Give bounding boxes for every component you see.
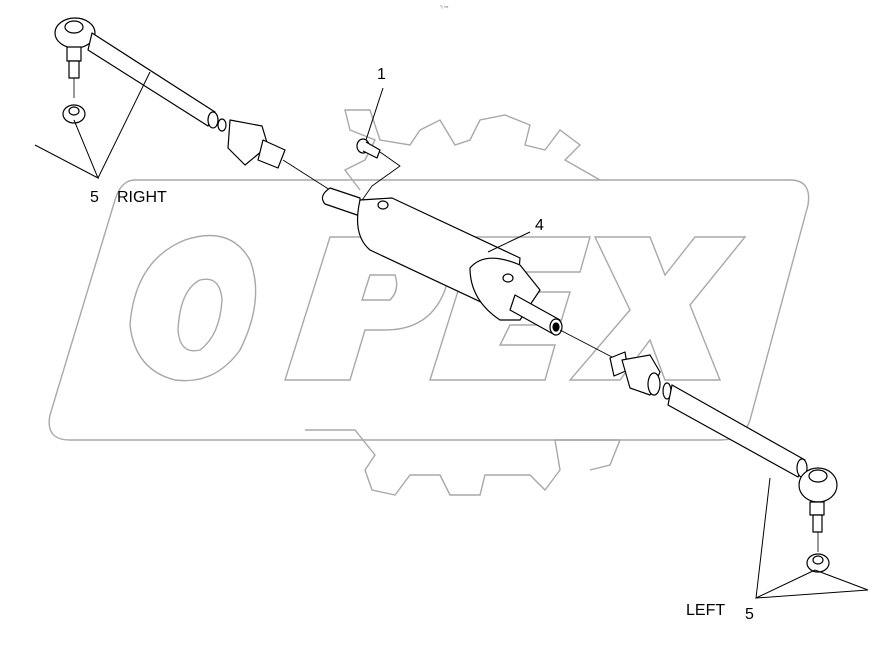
- left-side-label: LEFT: [686, 602, 726, 619]
- callout-5-left-number: 5: [745, 606, 754, 623]
- left-ball-joint: [798, 467, 838, 573]
- header-mark: ⁰ₒ ▪▪▪: [440, 4, 449, 9]
- callout-5-right-number: 5: [90, 189, 99, 206]
- right-side-label: RIGHT: [117, 189, 167, 206]
- right-tie-rod-tube: [87, 32, 216, 127]
- callout-1-number: 1: [377, 66, 386, 83]
- right-ball-joint: [54, 17, 96, 124]
- callout-4-number: 4: [535, 217, 544, 234]
- left-tie-rod-tube: [667, 384, 806, 478]
